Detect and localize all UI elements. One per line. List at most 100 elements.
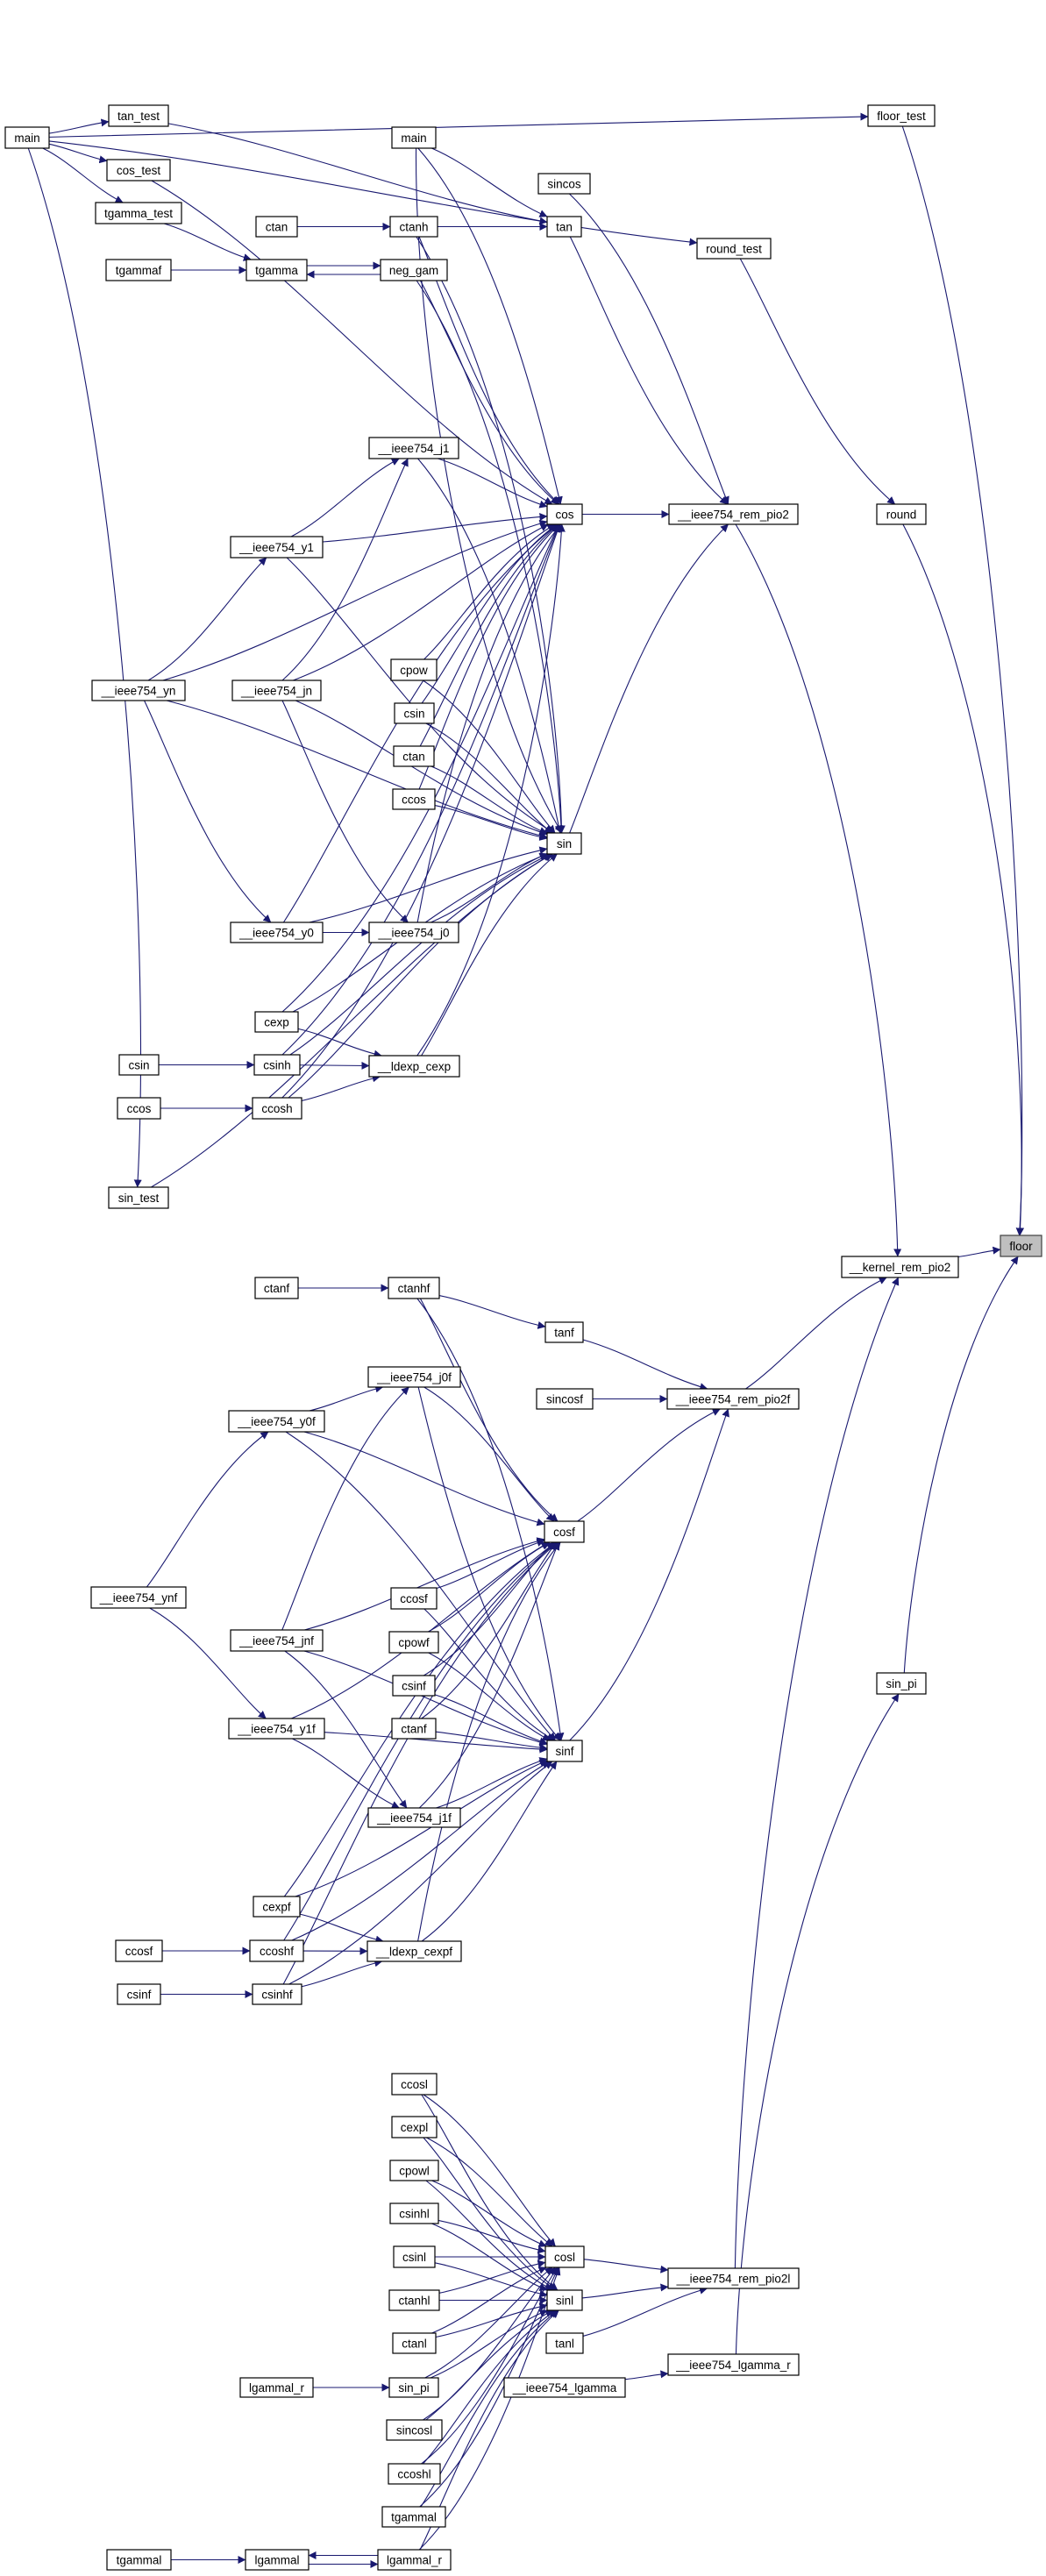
graph-node-tgammal[interactable]: tgammal — [381, 2506, 446, 2528]
graph-node-ccosh[interactable]: ccosh — [252, 1097, 302, 1120]
call-edge-j0-to-sin — [430, 852, 548, 923]
graph-node-sin_test[interactable]: sin_test — [108, 1186, 169, 1209]
graph-node-cpowf[interactable]: cpowf — [388, 1631, 439, 1654]
graph-node-sincosf[interactable]: sincosf — [536, 1388, 594, 1410]
graph-node-ctanh[interactable]: ctanh — [389, 216, 438, 238]
node-box — [389, 216, 438, 238]
graph-node-cpowl[interactable]: cpowl — [389, 2160, 439, 2181]
graph-node-sinl[interactable]: sinl — [546, 2289, 583, 2311]
graph-node-lgammal[interactable]: lgammal — [245, 2549, 310, 2571]
graph-node-csinh[interactable]: csinh — [253, 1054, 301, 1076]
graph-node-y1f[interactable]: __ieee754_y1f — [228, 1718, 325, 1740]
graph-node-csinfL[interactable]: csinf — [117, 1983, 161, 2005]
graph-node-ldexp_cexpf[interactable]: __ldexp_cexpf — [366, 1940, 462, 1962]
graph-node-cexpl[interactable]: cexpl — [391, 2116, 438, 2138]
graph-node-sinf[interactable]: sinf — [546, 1740, 583, 1762]
graph-node-lgammal_r[interactable]: lgammal_r — [377, 2549, 452, 2571]
graph-node-kernel[interactable]: __kernel_rem_pio2 — [841, 1256, 959, 1278]
graph-node-csinf[interactable]: csinf — [392, 1675, 436, 1697]
graph-node-y0f[interactable]: __ieee754_y0f — [228, 1410, 325, 1433]
graph-node-rem_pio2[interactable]: __ieee754_rem_pio2 — [668, 503, 799, 525]
graph-node-sin_pi[interactable]: sin_pi — [388, 2377, 439, 2398]
graph-node-rem_pio2f[interactable]: __ieee754_rem_pio2f — [666, 1388, 800, 1410]
graph-node-cosf[interactable]: cosf — [544, 1520, 585, 1543]
node-label: csin — [128, 1059, 149, 1072]
call-edge-yn-to-y0 — [144, 700, 272, 923]
graph-node-csinhl[interactable]: csinhl — [389, 2202, 439, 2224]
graph-node-floor_test[interactable]: floor_test — [867, 104, 936, 127]
graph-node-tgammalL[interactable]: tgammal — [106, 2549, 172, 2571]
graph-node-ccosl[interactable]: ccosl — [391, 2073, 438, 2096]
graph-node-main2[interactable]: main — [391, 126, 437, 149]
node-box — [388, 2377, 439, 2398]
call-edge-sin_piR-to-floor — [903, 1256, 1019, 1674]
graph-node-ctanfL[interactable]: ctanf — [254, 1277, 299, 1299]
graph-node-tanf[interactable]: tanf — [544, 1321, 584, 1343]
graph-node-round_test[interactable]: round_test — [696, 238, 772, 260]
graph-node-csinl[interactable]: csinl — [393, 2245, 436, 2268]
call-edge-j1-to-cos — [438, 458, 548, 509]
graph-node-csinhf[interactable]: csinhf — [252, 1983, 302, 2005]
graph-node-ccoshf[interactable]: ccoshf — [249, 1939, 304, 1962]
node-label: cosf — [553, 1526, 575, 1539]
graph-node-tan[interactable]: tan — [546, 216, 582, 238]
graph-node-cpow[interactable]: cpow — [390, 658, 438, 681]
call-edge-cpow-to-sin — [423, 680, 556, 834]
graph-node-round[interactable]: round — [876, 503, 927, 525]
graph-node-ccosfL[interactable]: ccosf — [115, 1939, 163, 1962]
graph-node-ctan[interactable]: ctan — [255, 216, 298, 238]
graph-node-j0[interactable]: __ieee754_j0 — [368, 922, 459, 943]
node-label: __ldexp_cexp — [377, 1060, 451, 1073]
graph-node-lgamma_r[interactable]: __ieee754_lgamma_r — [667, 2353, 800, 2376]
graph-node-ynf[interactable]: __ieee754_ynf — [90, 1586, 187, 1609]
graph-node-cexpf[interactable]: cexpf — [253, 1896, 301, 1918]
graph-node-ccosL[interactable]: ccos — [117, 1097, 161, 1120]
graph-node-csinL[interactable]: csin — [118, 1054, 160, 1076]
graph-node-yn[interactable]: __ieee754_yn — [91, 680, 186, 701]
graph-node-jn[interactable]: __ieee754_jn — [231, 680, 322, 701]
graph-node-ctanhl[interactable]: ctanhl — [388, 2289, 440, 2311]
graph-node-neg_gam[interactable]: neg_gam — [380, 259, 448, 281]
call-edge-y0f-to-sinf — [285, 1431, 556, 1741]
graph-node-tgammaf[interactable]: tgammaf — [105, 259, 172, 281]
call-edge-csin-to-cos — [421, 523, 558, 704]
graph-node-ccoshl[interactable]: ccoshl — [388, 2463, 441, 2485]
graph-node-ldexp_cexp[interactable]: __ldexp_cexp — [368, 1055, 460, 1078]
graph-node-sincosl[interactable]: sincosl — [386, 2419, 443, 2441]
graph-node-cosl[interactable]: cosl — [544, 2245, 585, 2268]
call-edge-rem_pio2l-to-kernel — [734, 1277, 900, 2269]
node-label: ccoshf — [260, 1945, 294, 1958]
graph-node-cexp[interactable]: cexp — [254, 1011, 299, 1033]
graph-node-tanl[interactable]: tanl — [545, 2332, 584, 2354]
graph-node-sin_piR[interactable]: sin_pi — [876, 1672, 927, 1695]
call-edge-ccosf-to-sinf — [423, 1608, 555, 1741]
graph-node-j1f[interactable]: __ieee754_j1f — [367, 1807, 461, 1828]
graph-node-sincos[interactable]: sincos — [537, 173, 591, 195]
graph-node-tgamma_test[interactable]: tgamma_test — [95, 202, 182, 224]
graph-node-cos_test[interactable]: cos_test — [106, 159, 171, 181]
graph-node-j0f[interactable]: __ieee754_j0f — [367, 1366, 461, 1388]
graph-node-ccos[interactable]: ccos — [392, 788, 436, 810]
graph-node-sin[interactable]: sin — [546, 832, 582, 855]
graph-node-ccosf[interactable]: ccosf — [390, 1587, 438, 1610]
graph-node-cos[interactable]: cos — [546, 503, 583, 525]
graph-node-tgamma[interactable]: tgamma — [245, 259, 308, 281]
graph-node-csin[interactable]: csin — [394, 702, 435, 724]
node-box — [668, 503, 799, 525]
graph-node-rem_pio2l[interactable]: __ieee754_rem_pio2l — [667, 2267, 800, 2289]
graph-node-tan_test[interactable]: tan_test — [108, 104, 169, 127]
node-box — [368, 922, 459, 943]
graph-node-lgammal_rL[interactable]: lgammal_r — [239, 2377, 314, 2398]
graph-node-ieee_lgamma[interactable]: __ieee754_lgamma — [503, 2377, 626, 2398]
graph-node-ctan2[interactable]: ctan — [393, 745, 435, 767]
call-edge-tanl-to-rem_pio2l — [582, 2286, 708, 2337]
graph-node-j1[interactable]: __ieee754_j1 — [368, 437, 459, 459]
graph-node-main[interactable]: main — [4, 126, 50, 149]
graph-node-jnf[interactable]: __ieee754_jnf — [230, 1629, 324, 1652]
graph-node-ctanl[interactable]: ctanl — [392, 2332, 437, 2354]
graph-node-y1[interactable]: __ieee754_y1 — [230, 536, 324, 559]
graph-node-ctanhf[interactable]: ctanhf — [388, 1277, 440, 1299]
graph-node-y0[interactable]: __ieee754_y0 — [230, 922, 324, 943]
node-label: __ieee754_j0f — [376, 1371, 452, 1384]
graph-node-ctanf2[interactable]: ctanf — [391, 1718, 437, 1740]
